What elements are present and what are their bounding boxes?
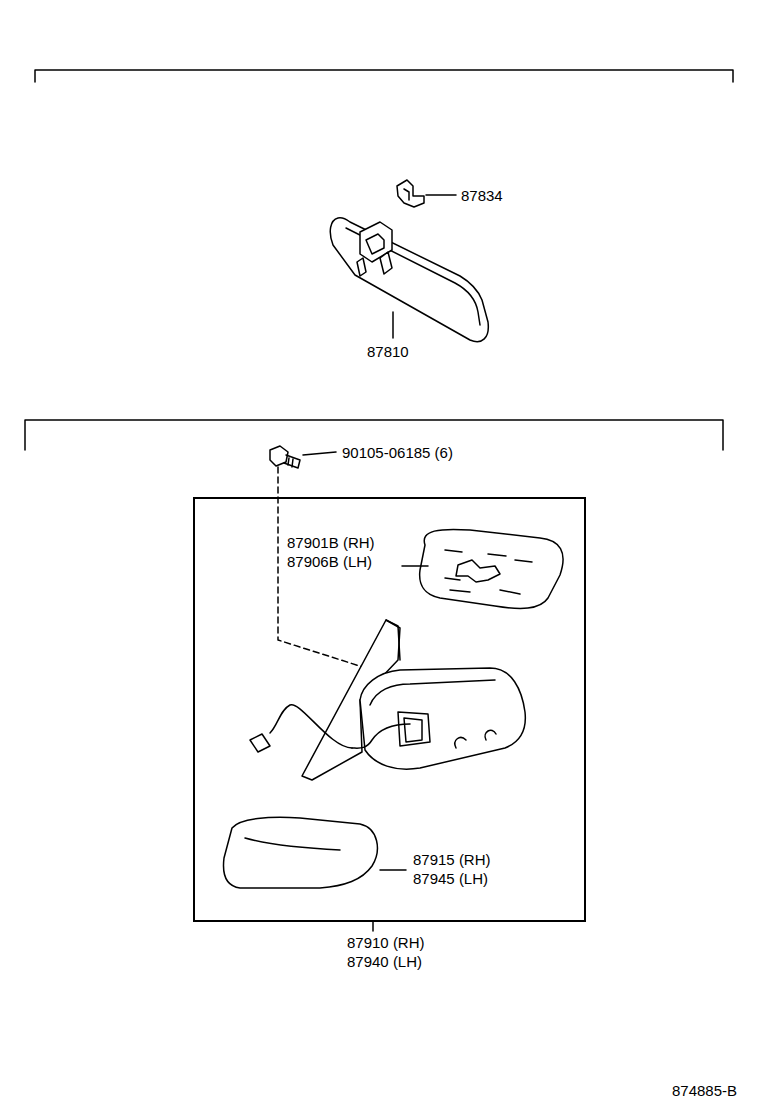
inner-mirror (330, 218, 488, 342)
leader-line (303, 452, 336, 455)
mirror-cover (224, 817, 378, 888)
mirror-glass (420, 529, 563, 608)
leader-line (402, 565, 428, 567)
part-number: 874885-B (672, 1081, 737, 1100)
group-bracket (35, 70, 733, 82)
leader-line (372, 922, 374, 931)
part-number: 90105-06185 (6) (342, 443, 453, 462)
clip-part (397, 180, 424, 207)
assembly-box: 87901B (RH) 87906B (LH) 87915 (RH) 87945 … (193, 497, 586, 922)
part-number: 87834 (461, 186, 503, 205)
part-number: 87810 (367, 342, 409, 361)
leader-line (392, 312, 394, 338)
part-number: 87910 (RH) 87940 (LH) (347, 933, 447, 971)
door-mirror (250, 620, 525, 780)
part-number: 87901B (RH) 87906B (LH) (287, 533, 387, 571)
part-number: 87915 (RH) 87945 (LH) (413, 850, 513, 888)
leader-line (426, 194, 456, 196)
leader-line (380, 869, 406, 871)
screw-part (270, 446, 300, 468)
